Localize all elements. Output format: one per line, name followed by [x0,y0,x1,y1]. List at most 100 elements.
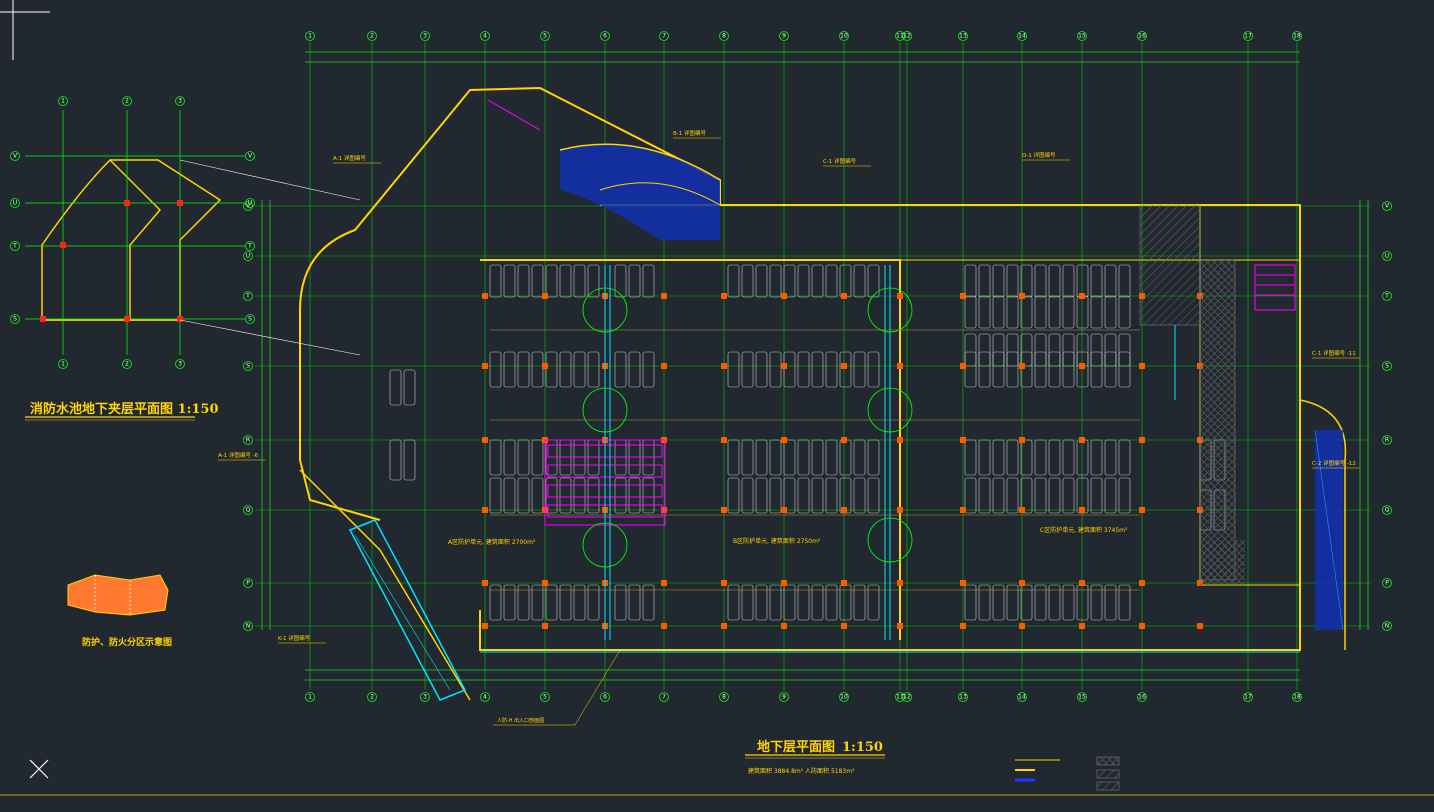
parking-stall [1076,295,1089,329]
svg-text:U: U [1385,253,1389,260]
svg-text:3: 3 [178,98,182,105]
parking-stall [545,584,558,621]
parking-stall [839,439,852,476]
parking-stall [755,439,768,476]
parking-stall [573,584,586,621]
parking-stall [1062,584,1075,621]
svg-text:V: V [1385,203,1390,210]
parking-stall [1118,264,1131,298]
main-title: 地下层平面图 [757,739,835,755]
parking-stall [867,584,880,621]
parking-stall [811,351,824,388]
parking-stall [992,351,1005,388]
column [897,293,903,299]
inset-bubble-row: T [245,241,255,251]
svg-text:S: S [248,316,252,323]
grid-bubble-col: 10 [839,31,849,41]
area-summary: 建筑面积 3884.8m² 人防面积 5183m² [748,767,855,775]
column [1139,623,1145,629]
svg-text:7: 7 [662,694,666,701]
parking-stall [769,351,782,388]
grid-bubble-row: N [243,621,253,631]
parking-stall [1006,264,1019,298]
bottom-note: 人防-H 出入口剖面图 [497,717,544,724]
column [841,507,847,513]
parking-stall [978,333,991,367]
parking-stall [741,477,754,514]
grid-bubble-row: U [1382,251,1392,261]
parking-stall [755,351,768,388]
grid-bubble-col: 7 [659,692,669,702]
svg-text:R: R [246,437,250,444]
grid-bubble-row: U [243,251,253,261]
inset-bubble-row: S [245,314,255,324]
column [721,363,727,369]
parking-stall [503,351,516,388]
parking-stall [531,351,544,388]
svg-text:13: 13 [959,33,967,40]
parking-stall [573,264,586,298]
parking-stall [1034,477,1047,514]
inset-bubble-col: 3 [175,359,185,369]
parking-stall [964,264,977,298]
svg-text:T: T [12,243,17,250]
parking-stall [964,295,977,329]
parking-stall [1034,584,1047,621]
grid-bubble-col: 9 [779,31,789,41]
grid-bubble-col: 5 [540,692,550,702]
svg-text:11: 11 [896,694,904,701]
svg-text:18: 18 [1293,33,1301,40]
zone-diagram [67,574,169,616]
column [1079,363,1085,369]
parking-stall [811,477,824,514]
svg-text:N: N [1385,623,1390,630]
svg-text:11: 11 [896,33,904,40]
parking-stall [642,584,655,621]
grid-bubble-col: 6 [600,31,610,41]
parking-stall [867,351,880,388]
column [897,623,903,629]
parking-stall [727,351,740,388]
parking-stall [797,264,810,298]
svg-text:S: S [1385,363,1389,370]
column [1139,580,1145,586]
parking-stall [1062,439,1075,476]
svg-text:14: 14 [1018,33,1026,40]
zone-a-note: A区防护单元, 建筑面积 2700m² [448,538,536,546]
column [721,507,727,513]
parking-stall [489,477,502,514]
grid-bubble-row: S [1382,361,1392,371]
ucs-icon [0,759,1434,796]
parking-stall [978,477,991,514]
parking-stall [783,584,796,621]
svg-text:3: 3 [178,361,182,368]
parking-stall [1048,264,1061,298]
svg-text:17: 17 [1244,33,1252,40]
parking-stall [614,477,627,514]
parking-stall [1020,333,1033,367]
parking-stall [559,477,572,514]
legend [1015,756,1120,791]
parking-stall [839,264,852,298]
parking-stall [628,584,641,621]
grid-bubble-row: T [243,291,253,301]
svg-text:14: 14 [1018,694,1026,701]
parking-stall [389,439,402,481]
parking-stall [531,264,544,298]
parking-stall [628,264,641,298]
column [1079,293,1085,299]
parking-stall [1076,351,1089,388]
grid-bubble-col: 12 [902,31,912,41]
svg-text:17: 17 [1244,694,1252,701]
grid-bubble-row: Q [1382,505,1392,515]
parking-stall [628,351,641,388]
grid-bubble-row: P [1382,578,1392,588]
svg-text:Q: Q [246,507,251,514]
main-scale: 1:150 [842,740,883,755]
parking-stall [531,439,544,476]
parking-stall [978,351,991,388]
parking-stall [503,264,516,298]
